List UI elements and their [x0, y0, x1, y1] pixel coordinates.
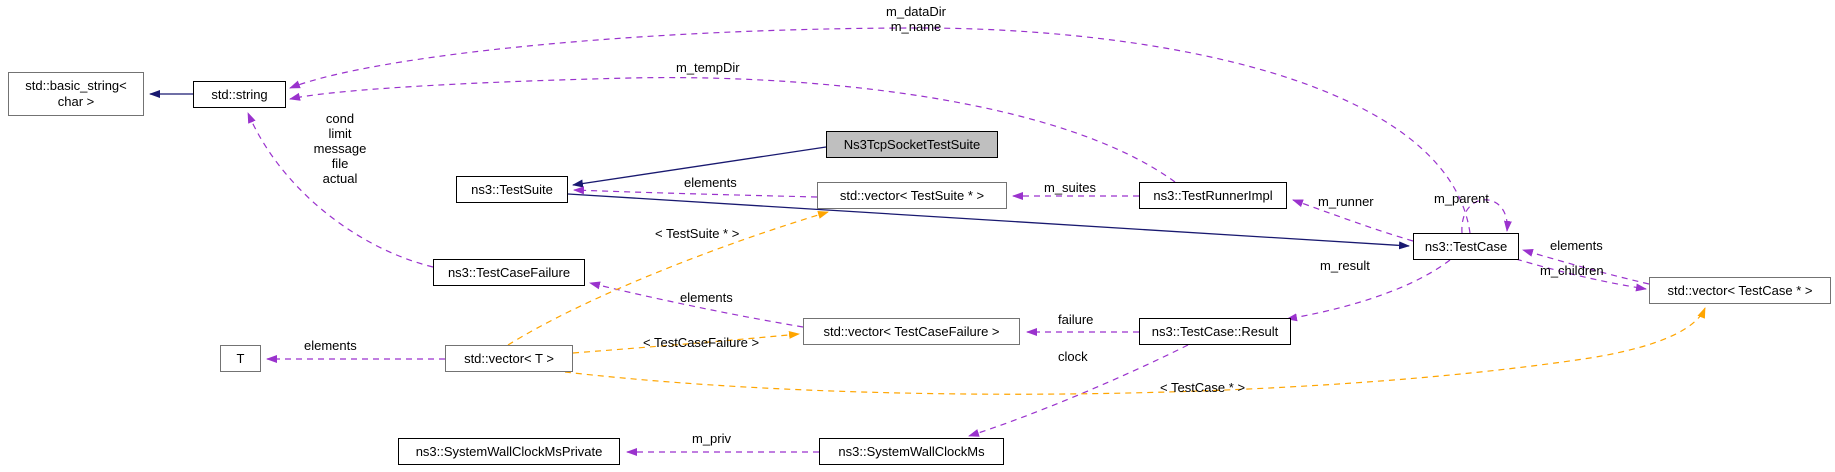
- node-template-t[interactable]: T: [220, 345, 261, 372]
- edge-template-testcase-ptr: [564, 307, 1706, 395]
- edge-member-elements-vectestsuite-testsuite: [573, 186, 818, 198]
- node-ns3-testsuite[interactable]: ns3::TestSuite: [456, 176, 568, 203]
- edge-label-m-priv: m_priv: [692, 431, 732, 446]
- node-std-string[interactable]: std::string: [193, 81, 286, 108]
- edge-member-m-children: [1515, 258, 1647, 292]
- edge-member-m-runner: [1292, 199, 1414, 242]
- edge-label-elements-testsuite: elements: [684, 175, 737, 190]
- edge-template-testsuite-ptr: [507, 211, 829, 346]
- edge-member-cond-limit-message-file-actual: [247, 112, 434, 268]
- edge-label-m-runner: m_runner: [1318, 194, 1374, 209]
- edge-inherit-testsuite-testcase: [567, 193, 1410, 250]
- node-ns3-systemwallclockmsprivate[interactable]: ns3::SystemWallClockMsPrivate: [398, 438, 620, 465]
- edge-member-elements-vectestcase-testcase: [1522, 249, 1650, 285]
- edge-member-elements-vectcf-testcasefailure: [589, 281, 804, 328]
- edge-template-testcasefailure: [572, 330, 800, 354]
- node-ns3-systemwallclockms[interactable]: ns3::SystemWallClockMs: [819, 438, 1004, 465]
- edge-label-m-datadir-m-name: m_dataDir m_name: [886, 4, 946, 34]
- node-ns3-testrunnerimpl[interactable]: ns3::TestRunnerImpl: [1139, 182, 1287, 209]
- edge-label-elements-testcasefailure: elements: [680, 290, 733, 305]
- edge-label-template-testcase-ptr: < TestCase * >: [1160, 380, 1246, 395]
- edge-label-m-tempdir: m_tempDir: [676, 60, 740, 75]
- node-std-vector-t[interactable]: std::vector< T >: [445, 345, 573, 372]
- edge-label-m-result: m_result: [1320, 258, 1370, 273]
- edge-label-m-children: m_children: [1540, 263, 1604, 278]
- edge-label-m-suites: m_suites: [1044, 180, 1097, 195]
- edge-member-m-result: [1286, 259, 1451, 322]
- edge-label-cond-limit-message-file-actual: cond limit message file actual: [313, 111, 367, 186]
- edge-label-template-testcasefailure: < TestCaseFailure >: [643, 335, 760, 350]
- edge-label-elements-testcase: elements: [1550, 238, 1603, 253]
- edge-label-clock: clock: [1058, 349, 1088, 364]
- node-std-basic-string[interactable]: std::basic_string< char >: [8, 72, 144, 116]
- edge-label-template-testsuite-ptr: < TestSuite * >: [655, 226, 740, 241]
- edge-label-failure: failure: [1058, 312, 1094, 327]
- edge-member-m-tempdir: [289, 77, 1176, 183]
- edge-member-clock: [968, 344, 1189, 437]
- edge-label-elements-t: elements: [304, 338, 357, 353]
- node-std-vector-testcasefailure[interactable]: std::vector< TestCaseFailure >: [803, 318, 1020, 345]
- node-ns3-testcasefailure[interactable]: ns3::TestCaseFailure: [433, 259, 585, 286]
- node-ns3-testcase[interactable]: ns3::TestCase: [1413, 233, 1519, 260]
- node-ns3-testcase-result[interactable]: ns3::TestCase::Result: [1139, 318, 1291, 345]
- edge-label-m-parent: m_parent: [1434, 191, 1489, 206]
- edge-inherit-ns3tcpsockettestsuite-testsuite: [572, 146, 827, 188]
- node-ns3tcpsockettestsuite[interactable]: Ns3TcpSocketTestSuite: [826, 131, 998, 158]
- node-std-vector-testsuite-ptr[interactable]: std::vector< TestSuite * >: [817, 182, 1007, 209]
- edge-member-m-parent-selfloop: [1461, 199, 1512, 234]
- node-std-vector-testcase-ptr[interactable]: std::vector< TestCase * >: [1649, 277, 1831, 304]
